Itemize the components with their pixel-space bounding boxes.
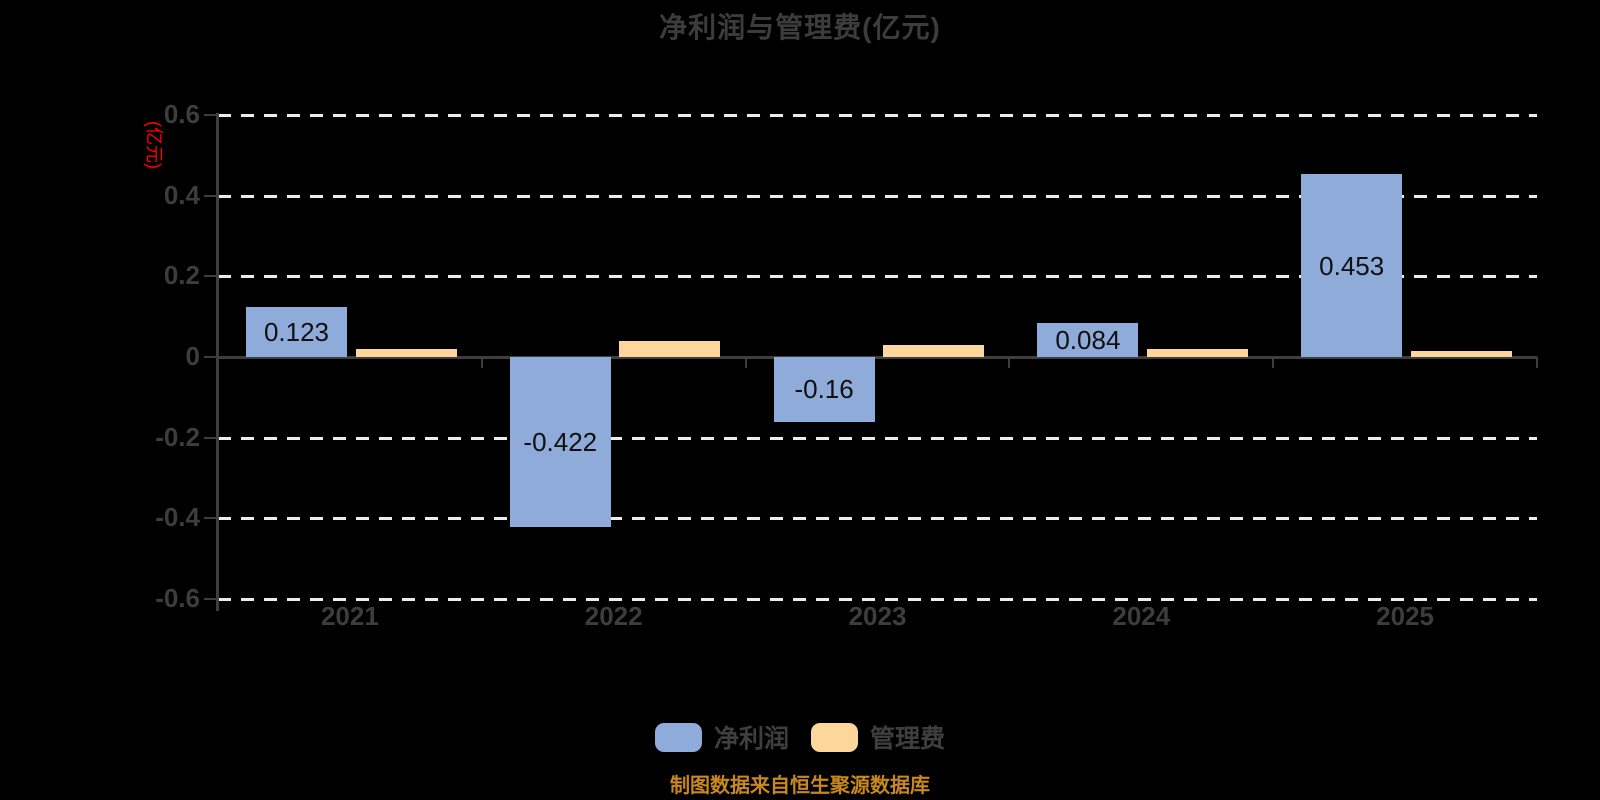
legend-label-net-profit: 净利润 xyxy=(713,725,789,753)
x-axis-tick xyxy=(1536,357,1538,368)
bar-net-profit-2023 xyxy=(773,357,875,422)
y-axis-tick xyxy=(204,194,218,197)
y-axis-tick xyxy=(204,114,218,116)
x-axis-tick xyxy=(480,357,483,368)
grid-line xyxy=(218,517,1537,521)
bar-value-label: -0.422 xyxy=(523,427,598,458)
y-axis-tick-label: -0.4 xyxy=(155,502,200,533)
legend-item-mgmt-fee: 管理费 xyxy=(811,719,945,755)
x-axis-tick xyxy=(217,357,219,368)
y-axis-tick xyxy=(204,598,218,600)
bar-net-profit-2022 xyxy=(509,357,611,528)
y-axis-tick-label: 0.6 xyxy=(163,99,200,129)
x-axis-category-label: 2021 xyxy=(320,601,379,631)
x-axis-category-label: 2023 xyxy=(848,601,907,631)
bar-net-profit-2025 xyxy=(1301,174,1403,357)
bar-mgmt-fee-2021 xyxy=(355,348,457,357)
grid-line xyxy=(218,275,1537,279)
x-axis-category-label: 2024 xyxy=(1112,601,1171,631)
bar-mgmt-fee-2024 xyxy=(1146,348,1248,357)
grid-line xyxy=(218,436,1537,440)
y-axis-tick xyxy=(204,436,218,439)
y-axis-tick-label: 0.4 xyxy=(163,179,200,210)
bar-value-label: 0.453 xyxy=(1319,250,1385,281)
x-axis-line xyxy=(218,356,1537,359)
legend: 净利润 管理费 xyxy=(0,719,1600,755)
grid-line xyxy=(218,598,1537,601)
y-axis-tick-label: -0.6 xyxy=(155,583,200,613)
bar-value-label: -0.16 xyxy=(794,374,854,405)
bar-mgmt-fee-2023 xyxy=(883,344,985,357)
y-axis-tick xyxy=(204,275,218,278)
bar-net-profit-2021 xyxy=(246,307,347,357)
bar-net-profit-2024 xyxy=(1037,323,1139,357)
x-axis-tick xyxy=(1008,357,1011,368)
bar-mgmt-fee-2025 xyxy=(1410,350,1512,357)
source-note: 制图数据来自恒生聚源数据库 xyxy=(670,775,930,797)
chart-title: 净利润与管理费(亿元) xyxy=(659,12,941,43)
bar-mgmt-fee-2022 xyxy=(619,340,721,357)
x-axis-tick xyxy=(744,357,747,368)
legend-item-net-profit: 净利润 xyxy=(654,719,789,755)
legend-swatch-mgmt-fee xyxy=(811,722,858,752)
grid-line xyxy=(218,194,1537,198)
x-axis-category-label: 2022 xyxy=(584,601,643,631)
y-axis-tick xyxy=(204,517,218,520)
legend-swatch-net-profit xyxy=(654,722,702,752)
y-axis-tick xyxy=(204,356,218,358)
x-axis-category-label: 2025 xyxy=(1376,601,1435,631)
grid-line xyxy=(218,114,1537,117)
y-axis-tick-label: 0 xyxy=(185,341,200,371)
y-axis-tick-label: 0.2 xyxy=(163,260,200,291)
y-axis-tick-label: -0.2 xyxy=(155,421,200,452)
legend-label-mgmt-fee: 管理费 xyxy=(870,725,946,753)
x-axis-tick xyxy=(1272,357,1275,368)
bar-value-label: 0.123 xyxy=(263,317,330,348)
bar-value-label: 0.084 xyxy=(1055,325,1121,356)
